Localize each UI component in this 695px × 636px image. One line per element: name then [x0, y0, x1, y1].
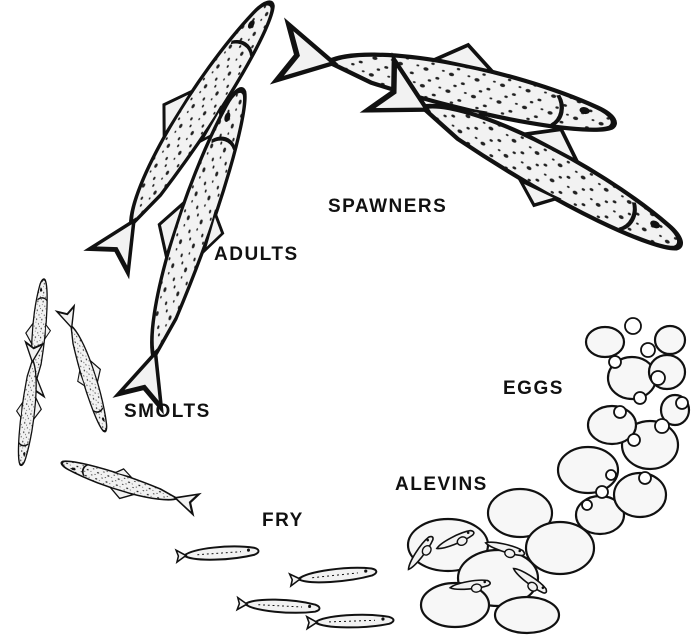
label-smolts: SMOLTS: [124, 401, 211, 423]
smolt-fish-2: [11, 342, 48, 466]
fry-fish-2: [290, 565, 377, 586]
label-fry: FRY: [262, 510, 304, 532]
fry-fish-4: [307, 614, 394, 629]
smolt-fish-3: [55, 305, 119, 435]
smolt-fish-4: [57, 451, 200, 520]
label-eggs: EGGS: [503, 378, 564, 400]
label-alevins: ALEVINS: [395, 474, 488, 496]
label-adults: ADULTS: [214, 244, 299, 266]
fry-fish-3: [237, 597, 320, 614]
label-spawners: SPAWNERS: [328, 196, 447, 218]
fry-fish-1: [176, 544, 259, 562]
